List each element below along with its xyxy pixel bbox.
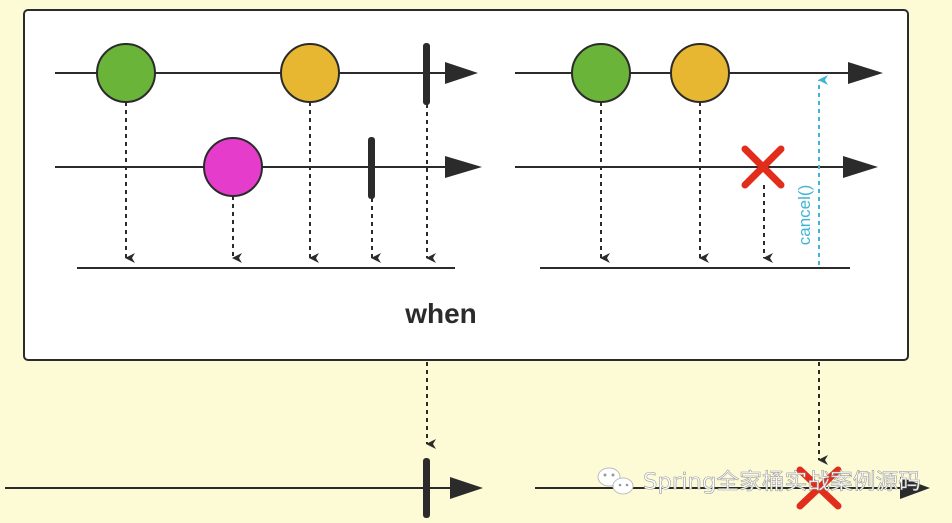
watermark: Spring全家桶实战案例源码: [597, 467, 921, 495]
result-timeline-left: [5, 477, 483, 499]
watermark-text: Spring全家桶实战案例源码: [643, 470, 921, 495]
error-x-icon: [796, 466, 842, 510]
timeline-arrowhead: [900, 477, 930, 499]
right-source-timeline-2: [515, 156, 878, 178]
completion-bar: [423, 458, 430, 518]
wechat-icon: [597, 467, 634, 495]
error-x-icon: [741, 145, 785, 189]
timeline-arrowhead: [445, 156, 482, 178]
left-projection-lines: [125, 102, 436, 263]
completion-bar: [368, 137, 375, 199]
result-timeline-right: [535, 477, 930, 499]
operator-label: when: [404, 298, 477, 329]
marble-green: [571, 43, 631, 103]
timeline-arrowhead: [450, 477, 483, 499]
marble-amber: [280, 43, 340, 103]
marble-magenta: [203, 137, 263, 197]
completion-bar: [423, 43, 430, 105]
marble-green: [96, 43, 156, 103]
timeline-arrowhead: [445, 62, 478, 84]
timeline-arrowhead: [843, 156, 878, 178]
timeline-arrowhead: [848, 62, 883, 84]
cancel-label: cancel(): [795, 185, 814, 245]
marble-amber: [670, 43, 730, 103]
right-projection-lines: [600, 102, 773, 263]
